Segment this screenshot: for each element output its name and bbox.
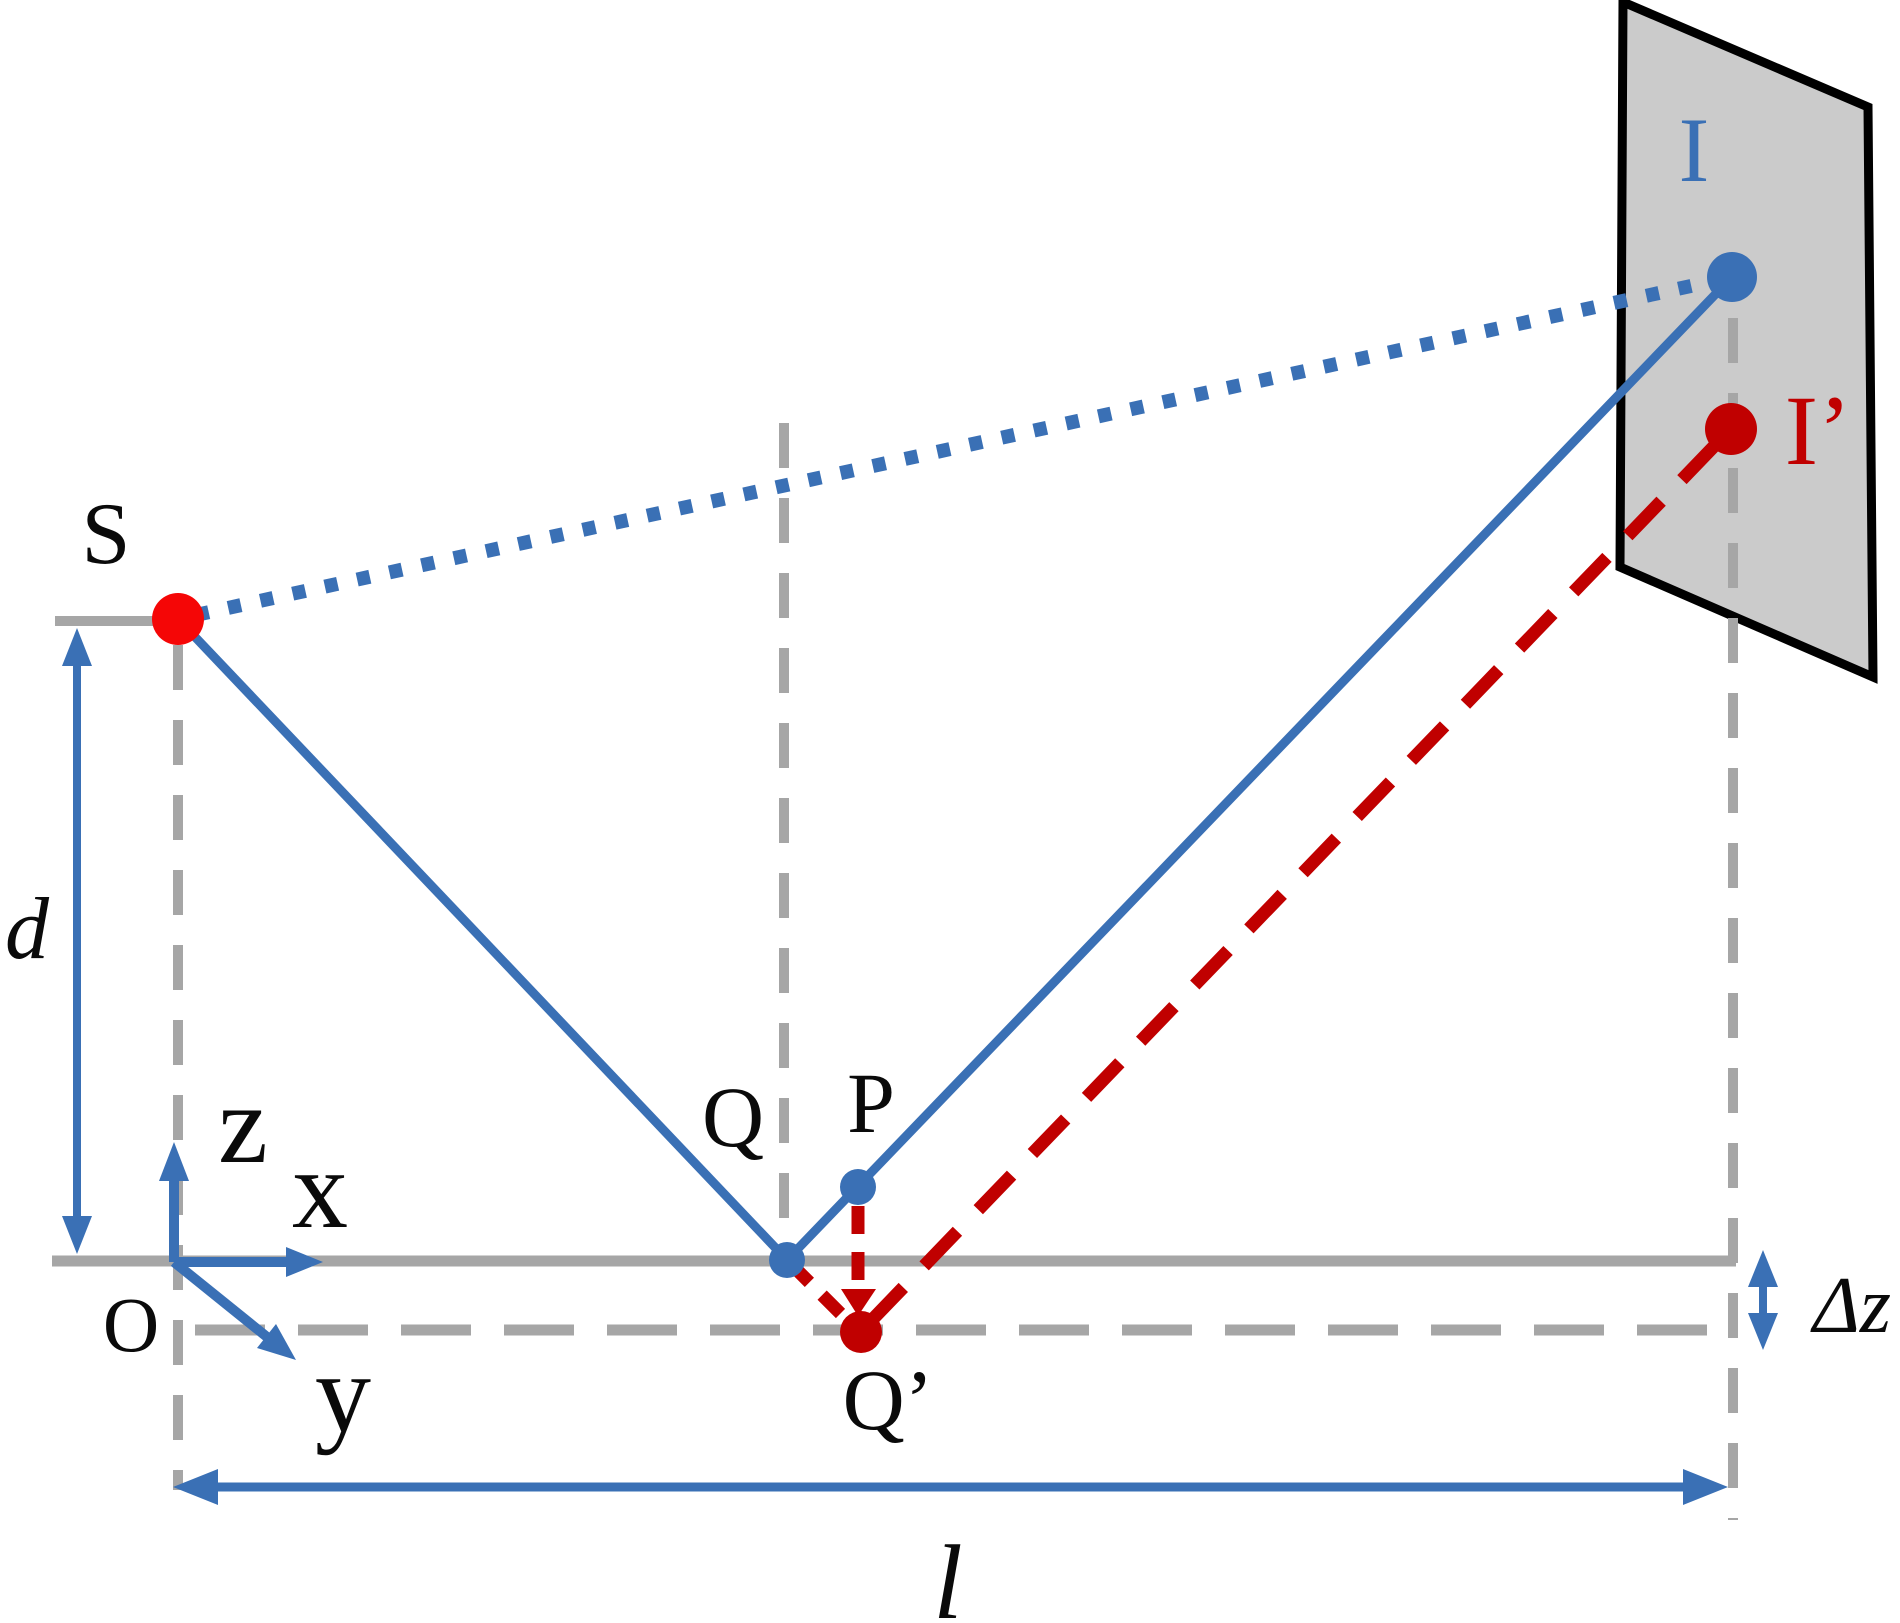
label-i: I <box>1679 99 1710 201</box>
y-axis-arrowhead <box>257 1324 296 1360</box>
x-axis-arrowhead <box>286 1247 323 1277</box>
qprime-arrowhead <box>841 1289 876 1316</box>
label-q: Q <box>702 1069 764 1165</box>
delta-z-measure-arrow <box>1748 1250 1778 1350</box>
label-qprime: Q’ <box>843 1352 934 1448</box>
label-iprime: I’ <box>1785 375 1852 486</box>
ray-qprime-to-iprime-dashed <box>865 433 1727 1327</box>
z-axis-arrowhead <box>159 1142 189 1181</box>
ray-s-to-i-dotted <box>194 275 1711 622</box>
label-origin: O <box>103 1281 159 1368</box>
ray-s-to-q <box>174 615 791 1264</box>
ray-q-to-i <box>783 273 1736 1264</box>
point-q <box>769 1242 805 1278</box>
point-i <box>1707 252 1757 302</box>
l-measure-arrow <box>173 1469 1728 1505</box>
point-s <box>152 593 204 645</box>
image-plane <box>1615 0 1878 684</box>
point-p <box>840 1169 876 1205</box>
label-s: S <box>82 486 131 583</box>
point-qprime <box>840 1311 882 1353</box>
point-iprime <box>1705 403 1757 455</box>
label-delta-z: Δz <box>1810 1262 1891 1350</box>
label-l: l <box>933 1524 962 1623</box>
label-y-axis: y <box>315 1332 371 1456</box>
label-p: P <box>847 1055 895 1151</box>
ray-q-to-qprime-dashed <box>786 1259 858 1331</box>
coordinate-axes <box>159 1142 323 1360</box>
label-z-axis: z <box>218 1063 268 1187</box>
d-measure-arrow <box>62 628 92 1254</box>
y-axis <box>170 1258 276 1345</box>
label-d: d <box>5 881 50 978</box>
label-x-axis: x <box>292 1128 348 1252</box>
